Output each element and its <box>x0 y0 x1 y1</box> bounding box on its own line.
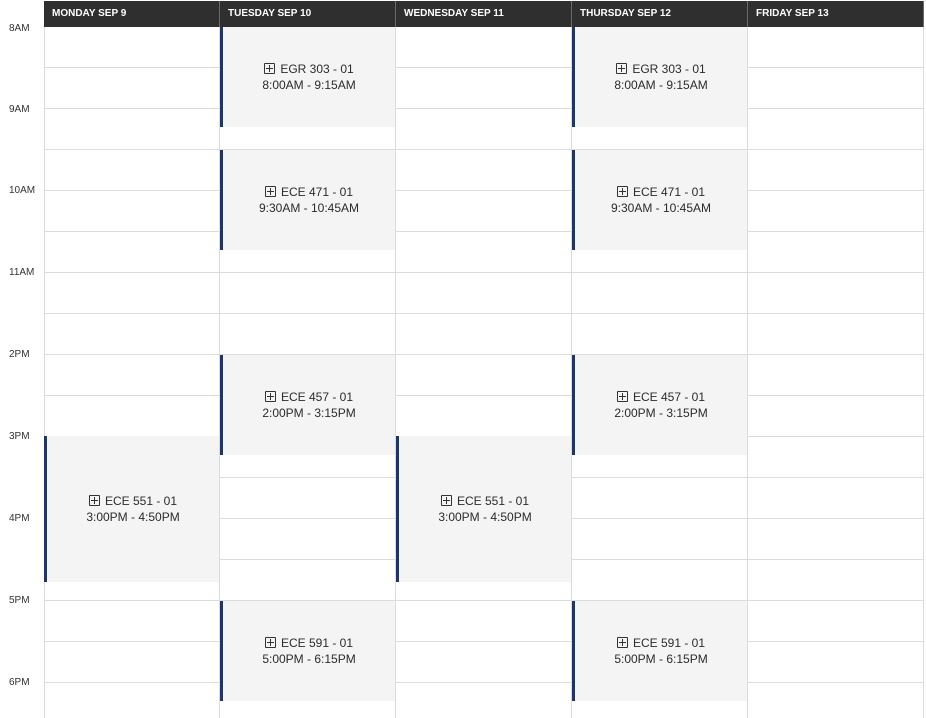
calendar-grid: EGR 303 - 01 8:00AM - 9:15AM EGR 303 - 0… <box>44 27 924 718</box>
class-event[interactable]: ECE 591 - 01 5:00PM - 6:15PM <box>220 601 395 701</box>
course-time: 5:00PM - 6:15PM <box>614 652 708 666</box>
class-event[interactable]: EGR 303 - 01 8:00AM - 9:15AM <box>572 27 747 127</box>
column-line <box>923 27 924 718</box>
time-label: 8AM <box>9 23 30 34</box>
time-label: 11AM <box>9 267 35 278</box>
event-content: EGR 303 - 01 8:00AM - 9:15AM <box>223 61 395 93</box>
course-time: 8:00AM - 9:15AM <box>262 78 356 92</box>
expand-icon[interactable] <box>264 186 276 197</box>
grid-line <box>44 67 924 68</box>
day-header-tuesday: TUESDAY SEP 10 <box>220 1 396 27</box>
class-event[interactable]: EGR 303 - 01 8:00AM - 9:15AM <box>220 27 395 127</box>
course-code: ECE 551 - 01 <box>456 494 530 508</box>
day-header-monday: MONDAY SEP 9 <box>44 1 220 27</box>
time-label: 6PM <box>9 677 30 688</box>
class-event[interactable]: ECE 551 - 01 3:00PM - 4:50PM <box>396 436 571 582</box>
event-content: ECE 591 - 01 5:00PM - 6:15PM <box>223 635 395 667</box>
class-event[interactable]: ECE 457 - 01 2:00PM - 3:15PM <box>220 355 395 455</box>
expand-icon[interactable] <box>616 637 628 648</box>
expand-icon[interactable] <box>616 391 628 402</box>
event-content: ECE 591 - 01 5:00PM - 6:15PM <box>575 635 747 667</box>
course-code: ECE 471 - 01 <box>632 185 706 199</box>
course-code: ECE 591 - 01 <box>632 636 706 650</box>
event-content: ECE 471 - 01 9:30AM - 10:45AM <box>223 184 395 216</box>
expand-icon[interactable] <box>616 63 628 74</box>
time-axis: 8AM 9AM 10AM 11AM 2PM 3PM 4PM 5PM 6PM <box>0 0 44 718</box>
course-time: 9:30AM - 10:45AM <box>258 201 360 215</box>
time-label: 3PM <box>9 431 30 442</box>
time-label: 4PM <box>9 513 30 524</box>
grid-line <box>44 682 924 683</box>
event-content: EGR 303 - 01 8:00AM - 9:15AM <box>575 61 747 93</box>
course-code: ECE 591 - 01 <box>280 636 354 650</box>
course-code: ECE 551 - 01 <box>104 494 178 508</box>
course-time: 9:30AM - 10:45AM <box>610 201 712 215</box>
grid-line <box>44 354 924 355</box>
grid-line <box>44 641 924 642</box>
course-time: 5:00PM - 6:15PM <box>262 652 356 666</box>
column-line <box>44 27 45 718</box>
course-time: 3:00PM - 4:50PM <box>438 510 532 524</box>
event-content: ECE 457 - 01 2:00PM - 3:15PM <box>575 389 747 421</box>
class-event[interactable]: ECE 591 - 01 5:00PM - 6:15PM <box>572 601 747 701</box>
grid-line <box>44 149 924 150</box>
expand-icon[interactable] <box>440 495 452 506</box>
event-content: ECE 457 - 01 2:00PM - 3:15PM <box>223 389 395 421</box>
day-header-friday: FRIDAY SEP 13 <box>748 1 924 27</box>
course-code: EGR 303 - 01 <box>280 62 354 76</box>
expand-icon[interactable] <box>616 186 628 197</box>
time-label: 2PM <box>9 349 30 360</box>
grid-line <box>44 313 924 314</box>
time-label: 5PM <box>9 595 30 606</box>
day-header-thursday: THURSDAY SEP 12 <box>572 1 748 27</box>
column-line <box>747 27 748 718</box>
expand-icon[interactable] <box>264 637 276 648</box>
course-time: 2:00PM - 3:15PM <box>262 406 356 420</box>
expand-icon[interactable] <box>88 495 100 506</box>
course-time: 2:00PM - 3:15PM <box>614 406 708 420</box>
expand-icon[interactable] <box>264 391 276 402</box>
course-code: ECE 457 - 01 <box>280 390 354 404</box>
course-time: 8:00AM - 9:15AM <box>614 78 708 92</box>
grid-line <box>44 231 924 232</box>
course-code: ECE 457 - 01 <box>632 390 706 404</box>
course-code: ECE 471 - 01 <box>280 185 354 199</box>
class-event[interactable]: ECE 471 - 01 9:30AM - 10:45AM <box>220 150 395 250</box>
course-time: 3:00PM - 4:50PM <box>86 510 180 524</box>
event-content: ECE 551 - 01 3:00PM - 4:50PM <box>399 493 571 525</box>
class-event[interactable]: ECE 457 - 01 2:00PM - 3:15PM <box>572 355 747 455</box>
day-header-bar: MONDAY SEP 9 TUESDAY SEP 10 WEDNESDAY SE… <box>44 1 924 27</box>
event-content: ECE 471 - 01 9:30AM - 10:45AM <box>575 184 747 216</box>
column-line <box>395 27 396 718</box>
expand-icon[interactable] <box>264 63 276 74</box>
class-event[interactable]: ECE 551 - 01 3:00PM - 4:50PM <box>44 436 219 582</box>
grid-line <box>44 600 924 601</box>
course-code: EGR 303 - 01 <box>632 62 706 76</box>
grid-line <box>44 395 924 396</box>
column-line <box>219 27 220 718</box>
time-label: 9AM <box>9 104 30 115</box>
column-line <box>571 27 572 718</box>
grid-line <box>44 108 924 109</box>
grid-line <box>44 190 924 191</box>
time-label: 10AM <box>9 185 36 196</box>
day-header-wednesday: WEDNESDAY SEP 11 <box>396 1 572 27</box>
event-content: ECE 551 - 01 3:00PM - 4:50PM <box>47 493 219 525</box>
class-event[interactable]: ECE 471 - 01 9:30AM - 10:45AM <box>572 150 747 250</box>
grid-line <box>44 272 924 273</box>
